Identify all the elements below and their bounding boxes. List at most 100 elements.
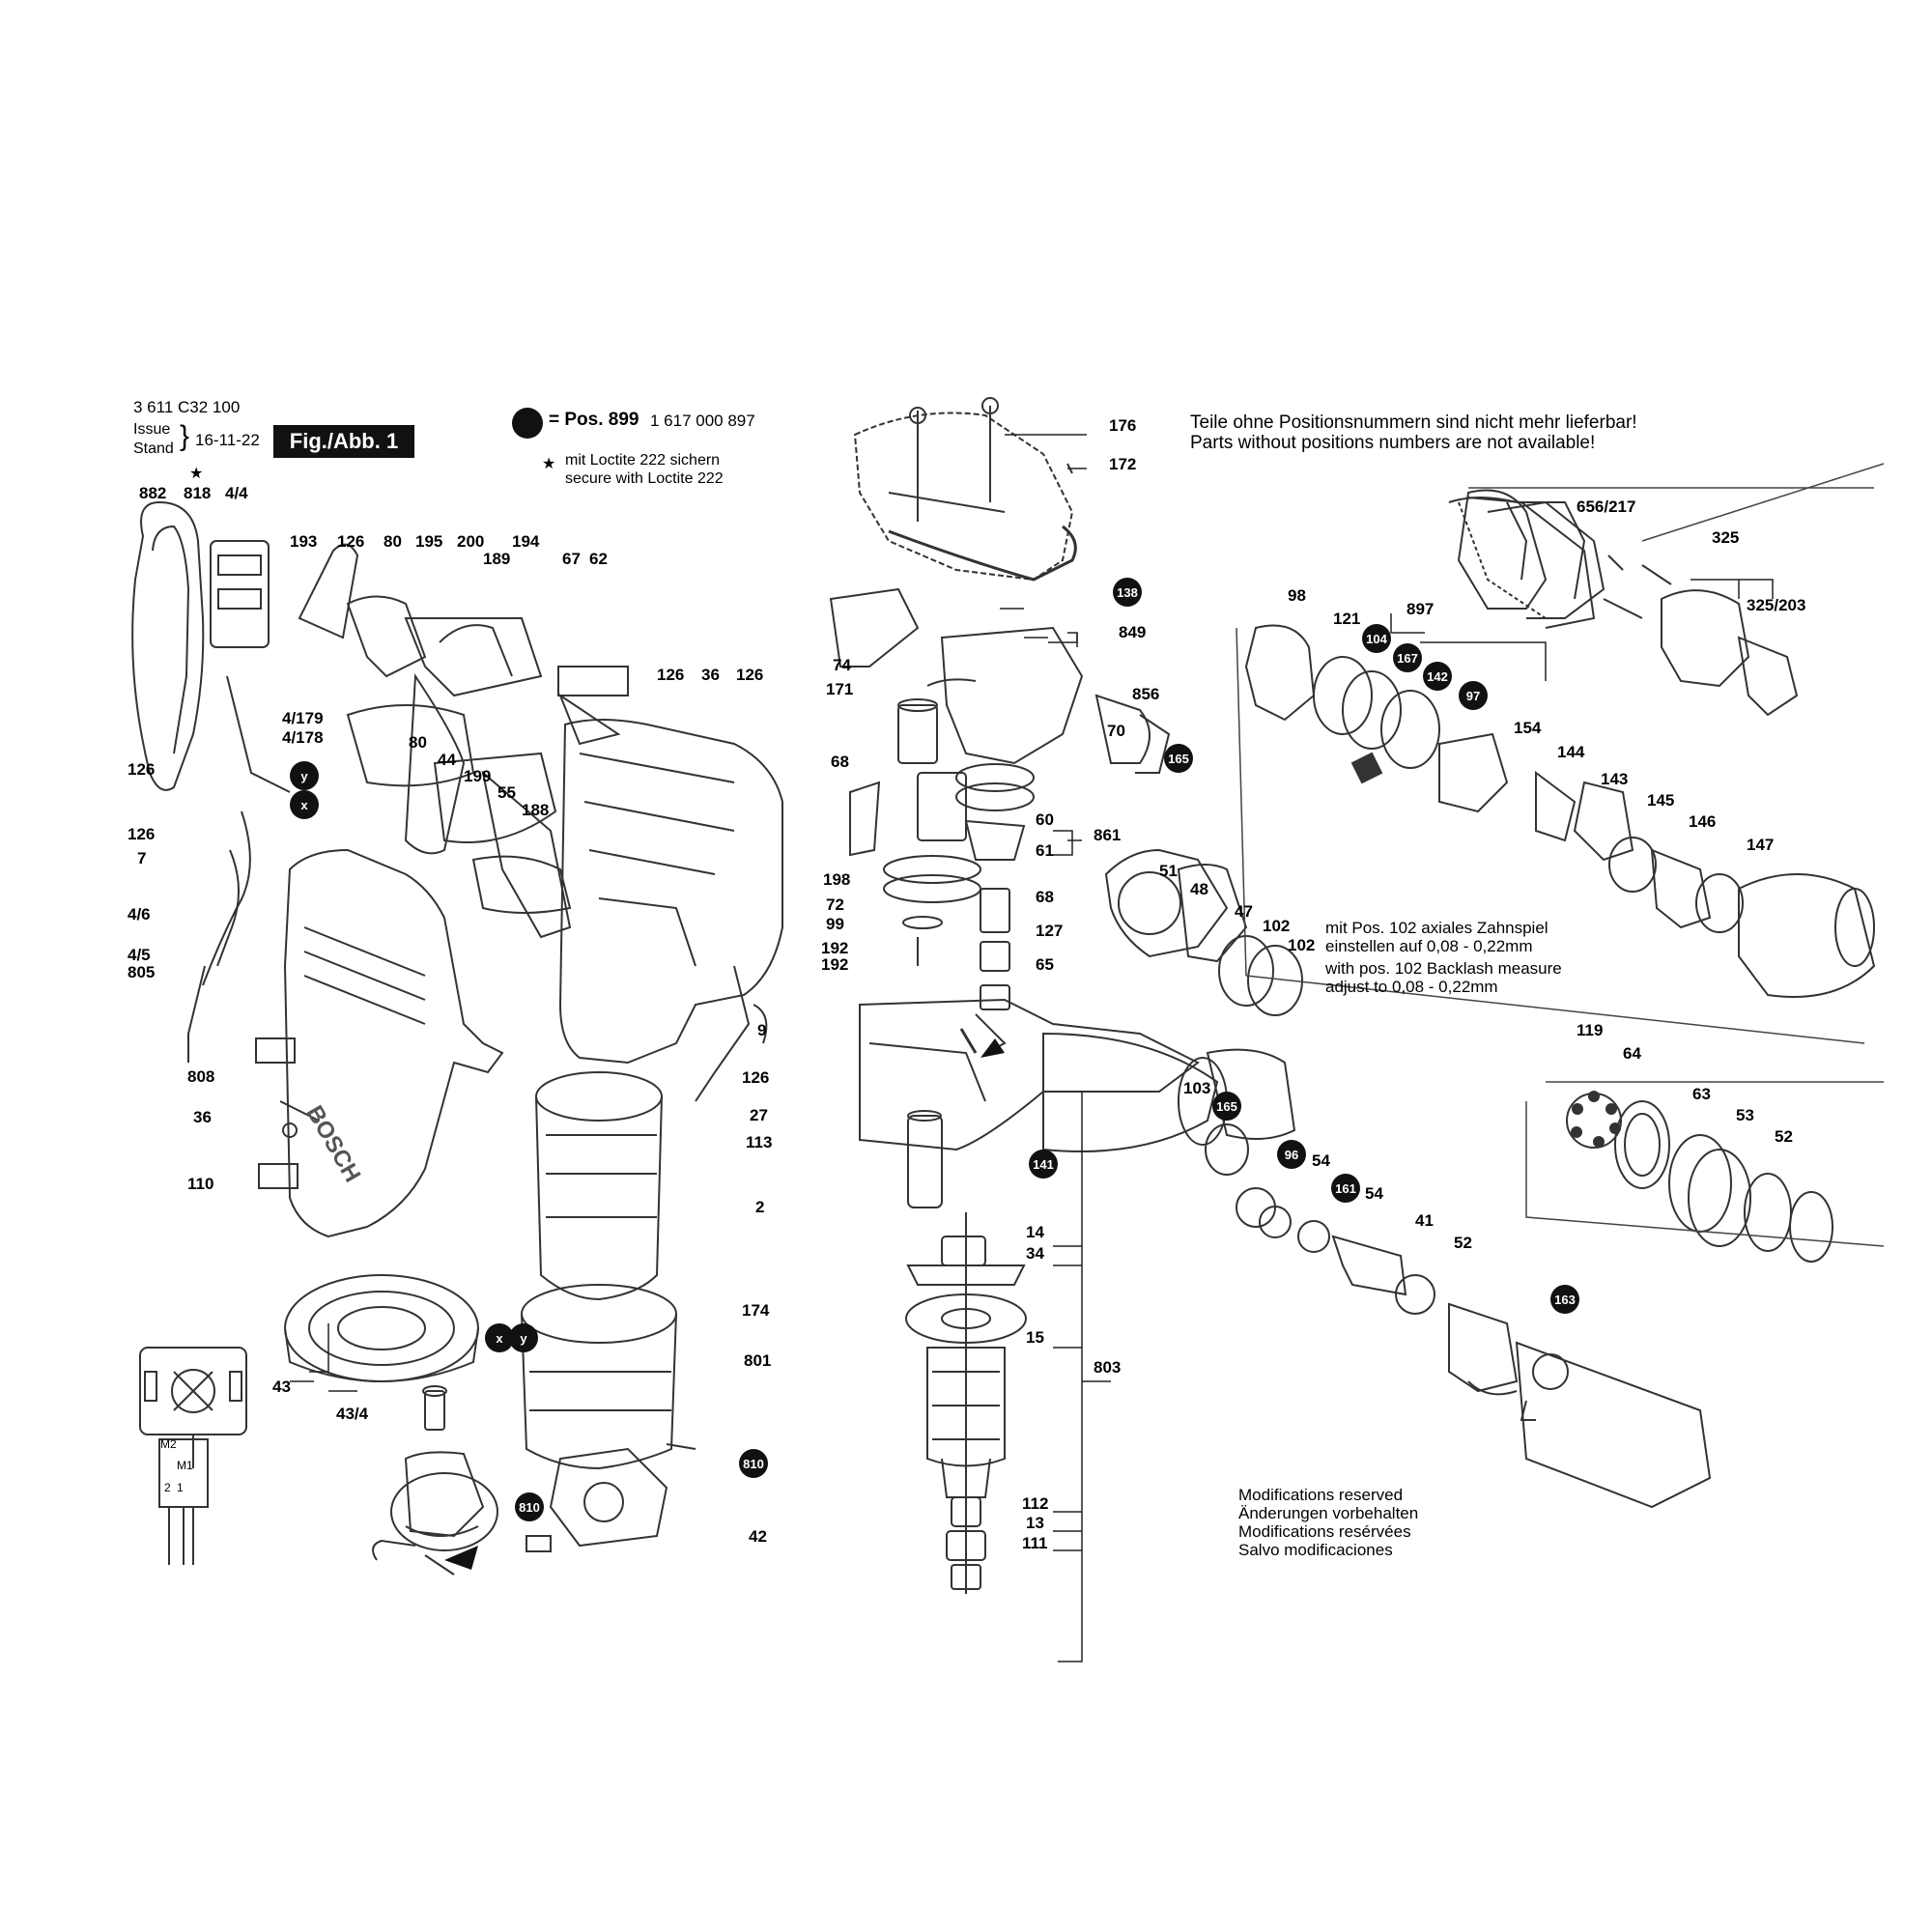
callout-marker: x [290,790,319,819]
part-label: 4/5 [128,946,151,964]
callout-marker: 165 [1164,744,1193,773]
callout-marker: y [509,1323,538,1352]
backlash-note-de-2: einstellen auf 0,08 - 0,22mm [1325,937,1533,955]
part-label: 803 [1094,1358,1122,1377]
part-label: 68 [1036,888,1054,906]
pos-part-number: 1 617 000 897 [650,412,755,430]
part-label: 14 [1026,1223,1044,1241]
part-label: 897 [1406,600,1435,618]
part-label: 67 [562,550,581,568]
backlash-note-en-1: with pos. 102 Backlash measure [1325,959,1562,978]
callout-marker: 138 [1113,578,1142,607]
field-coil [521,1071,677,1470]
part-label: 144 [1557,743,1585,761]
gear-train [829,587,1171,1010]
part-label: 53 [1736,1106,1754,1124]
part-label: 192 [821,955,849,974]
part-label: 62 [589,550,608,568]
part-label: 192 [821,939,849,957]
part-label: 856 [1132,685,1160,703]
fan-base [284,1274,696,1552]
part-label: 195 [415,532,443,551]
brush-inset [372,1472,498,1576]
part-label: 172 [1109,455,1137,473]
arrow-markers [444,1038,1005,1570]
part-label: 121 [1333,610,1361,628]
availability-notice-de: Teile ohne Positionsnummern sind nicht m… [1190,412,1637,433]
part-label: 113 [746,1133,773,1151]
part-label: 194 [512,532,540,551]
part-label: 34 [1026,1244,1044,1263]
part-label: 102 [1263,917,1291,935]
doc-number: 3 611 C32 100 [133,398,241,416]
part-label: 126 [128,760,156,779]
callout-marker: 161 [1331,1174,1360,1203]
issue-label: Issue [133,421,171,438]
part-label: 7 [137,849,147,867]
wiring-label: 2 [164,1481,171,1494]
part-label: 112 [1022,1494,1049,1513]
part-label: 325 [1712,528,1740,547]
part-label: 111 [1022,1534,1048,1552]
chuck-assembly [1244,489,1876,998]
part-label: 36 [193,1108,212,1126]
part-label: 51 [1159,862,1178,880]
part-label: 199 [464,767,492,785]
issue-brace: } [180,420,190,452]
modifications-en: Modifications reserved [1238,1486,1404,1504]
part-label: 147 [1747,836,1775,854]
part-label: 42 [749,1527,767,1546]
part-label: 126 [128,825,156,843]
wiring-label: M2 [160,1437,177,1451]
part-label: 188 [522,801,550,819]
part-label: 126 [337,532,365,551]
group-frames [1236,463,1885,1247]
part-label: 102 [1288,936,1316,954]
impact-mechanism [298,543,629,939]
modifications-es: Salvo modificaciones [1238,1541,1393,1559]
part-label: 805 [128,963,156,981]
part-label: 849 [1119,623,1147,641]
part-label: 98 [1288,586,1306,605]
gearbox-cover [853,397,1077,582]
tool-holder [1104,848,1712,1509]
stand-label: Stand [133,440,174,457]
part-label: 126 [742,1068,770,1087]
part-label: 99 [826,915,844,933]
part-label: 103 [1183,1079,1211,1097]
part-label: 2 [755,1198,765,1216]
callout-marker: 97 [1459,681,1488,710]
wiring-label: M1 [177,1459,193,1472]
part-label: 52 [1454,1234,1472,1252]
part-label: 4/6 [128,905,151,923]
part-label: 65 [1036,955,1054,974]
part-label: 55 [497,783,516,802]
part-label: 74 [833,656,851,674]
part-label: 47 [1235,902,1253,921]
loctite-de: mit Loctite 222 sichern [565,452,721,469]
part-label: 48 [1190,880,1208,898]
part-label: 64 [1623,1044,1641,1063]
part-label: 126 [736,666,764,684]
modifications-de: Änderungen vorbehalten [1238,1504,1419,1522]
wiring-schematic [139,1347,247,1565]
part-label: 325/203 [1747,596,1806,614]
callout-marker: 104 [1362,624,1391,653]
loctite-en: secure with Loctite 222 [565,470,724,487]
modifications-fr: Modifications resérvées [1238,1522,1411,1541]
part-label: 4/4 [225,484,248,502]
star-icon-818: ★ [189,466,204,482]
part-label: 127 [1036,922,1064,940]
part-label: 119 [1577,1021,1604,1039]
part-label: 861 [1094,826,1122,844]
callout-marker: 142 [1423,662,1452,691]
issue-date: 16-11-22 [195,431,260,449]
part-label: 80 [409,733,427,752]
part-label: 174 [742,1301,770,1320]
part-label: 146 [1689,812,1717,831]
callout-marker: 167 [1393,643,1422,672]
part-label: 882 [139,484,167,502]
part-label: 13 [1026,1514,1044,1532]
pos-prefix: = Pos. 899 [549,410,639,430]
